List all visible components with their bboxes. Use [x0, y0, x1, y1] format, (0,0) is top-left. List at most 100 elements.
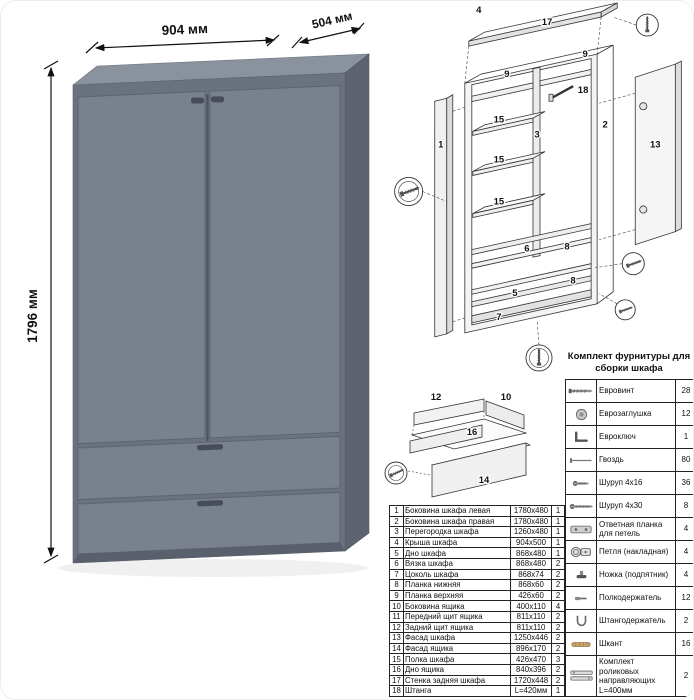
hardware-name: Шуруп 4x30: [596, 494, 676, 518]
parts-cell-name: Штанга: [403, 685, 511, 697]
wardrobe-plinth: [73, 542, 345, 563]
shelf-support-icon: [565, 586, 597, 610]
parts-cell-size: 904x500: [510, 536, 552, 549]
hardware-row: Петля (накладная)4: [565, 540, 693, 564]
part-number-label: 5: [512, 288, 518, 299]
hardware-qty: 2: [675, 609, 693, 633]
floor-shadow: [58, 559, 368, 577]
parts-cell-size: 868x74: [510, 568, 552, 581]
hardware-name: Евроключ: [596, 425, 676, 449]
wardrobe-left-door: [77, 90, 206, 445]
width-dimension-arrow: [85, 34, 280, 54]
hardware-name: Ответная планка для петель: [596, 517, 676, 541]
parts-cell-size: 1780x480: [510, 505, 552, 517]
parts-cell-qty: 2: [551, 568, 565, 581]
hardware-name: Евровинт: [596, 379, 676, 403]
parts-cell-qty: 2: [551, 621, 565, 634]
parts-cell-num: 3: [389, 526, 404, 538]
parts-cell-size: 811x110: [510, 610, 552, 623]
parts-cell-num: 8: [389, 579, 404, 591]
parts-cell-qty: 2: [551, 642, 565, 655]
parts-cell-name: Фасад ящика: [403, 642, 511, 655]
drawer-bottom-handle: [197, 500, 224, 507]
parts-cell-qty: 1: [551, 536, 565, 549]
parts-cell-name: Дно ящика: [403, 663, 511, 676]
drawer-construction-lines: [407, 411, 485, 476]
fastener-callouts: [394, 13, 659, 372]
left-door-handle: [191, 97, 204, 104]
part-number-label: 17: [542, 17, 553, 28]
parts-cell-size: 1780x480: [510, 515, 552, 528]
hardware-row: Ножка (подпятник)4: [565, 563, 693, 587]
hardware-name: Шуруп 4x16: [596, 471, 676, 495]
hardware-name: Петля (накладная): [596, 540, 676, 564]
parts-cell-qty: 2: [551, 632, 565, 644]
euro-plug-icon: [565, 402, 597, 426]
parts-cell-size: 840x396: [510, 663, 552, 676]
hardware-qty: 12: [675, 586, 693, 610]
parts-cell-num: 11: [389, 610, 404, 623]
part-number-label: 2: [603, 119, 608, 130]
depth-dimension-arrow: [291, 22, 365, 49]
parts-cell-qty: 1: [551, 526, 565, 538]
parts-cell-size: 868x480: [510, 547, 552, 559]
parts-cell-name: Боковина ящика: [403, 600, 511, 612]
part-number-label: 4: [476, 5, 482, 16]
parts-cell-num: 14: [389, 642, 404, 655]
hardware-qty: 16: [675, 632, 693, 656]
parts-cell-size: 1250x446: [510, 632, 552, 644]
euro-screw-icon: [565, 379, 597, 403]
parts-cell-num: 1: [389, 505, 404, 517]
parts-cell-size: 400x110: [510, 600, 552, 612]
parts-cell-qty: 1: [551, 685, 565, 697]
screw-4x30-icon: [565, 494, 597, 518]
parts-cell-size: 426x60: [510, 589, 552, 602]
parts-cell-num: 10: [389, 600, 404, 612]
part-number-label: 15: [494, 114, 505, 125]
parts-cell-name: Дно шкафа: [403, 547, 511, 559]
parts-cell-size: 896x170: [510, 642, 552, 655]
parts-cell-size: 1260x480: [510, 526, 552, 538]
parts-cell-name: Передний щит ящика: [403, 610, 511, 623]
part-number-label: 3: [534, 129, 539, 140]
hardware-name: Полкодержатель: [596, 586, 676, 610]
parts-cell-name: Цоколь шкафа: [403, 568, 511, 581]
part-number-label: 15: [494, 197, 505, 208]
parts-cell-name: Задний щит ящика: [403, 621, 511, 634]
hardware-qty: 80: [675, 448, 693, 472]
parts-cell-name: Перегородка шкафа: [403, 526, 511, 538]
parts-cell-num: 13: [389, 632, 404, 644]
parts-cell-num: 18: [389, 685, 404, 697]
height-dimension-label: 1796 мм: [25, 289, 40, 343]
parts-cell-qty: 2: [551, 557, 565, 570]
part-number-label: 10: [501, 392, 512, 403]
parts-cell-name: Фасад шкафа: [403, 632, 511, 644]
hardware-qty: 4: [675, 540, 693, 564]
parts-cell-qty: 1: [551, 505, 565, 517]
parts-cell-qty: 2: [551, 610, 565, 623]
hardware-qty: 2: [675, 655, 693, 697]
parts-cell-num: 9: [389, 589, 404, 602]
parts-cell-name: Вязка шкафа: [403, 557, 511, 570]
parts-cell-qty: 1: [551, 515, 565, 528]
parts-cell-name: Планка верхняя: [403, 589, 511, 602]
part-number-label: 9: [582, 49, 587, 60]
part-number-label: 16: [467, 427, 478, 438]
parts-cell-num: 2: [389, 515, 404, 528]
parts-cell-num: 12: [389, 621, 404, 634]
parts-cell-size: 868x480: [510, 557, 552, 570]
